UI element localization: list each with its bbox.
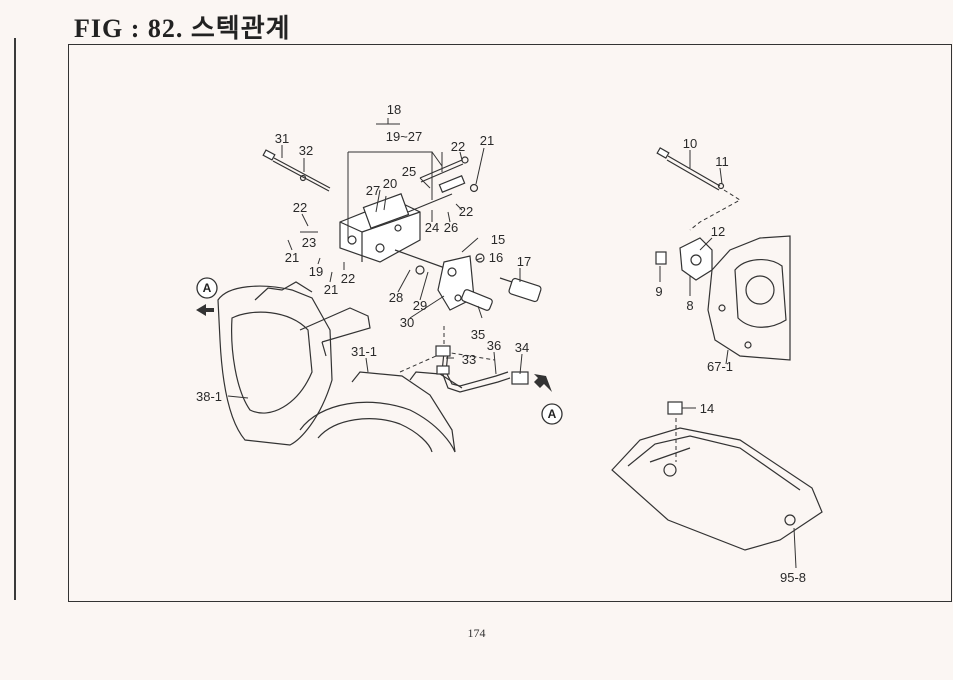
callout-21: 21 [480,133,494,148]
callout-38-1: 38-1 [196,389,222,404]
callout-12: 12 [711,224,725,239]
callout-22: 22 [459,204,473,219]
callout-95-8: 95-8 [780,570,806,585]
arrow-right-icon [534,374,552,392]
callout-20: 20 [383,176,397,191]
callout-19: 19 [309,264,323,279]
callout-35: 35 [471,327,485,342]
callout-15: 15 [491,232,505,247]
bracket-8-drawing [655,237,713,281]
svg-text:A: A [203,281,212,295]
callout-26: 26 [444,220,458,235]
section-marker-a-right: A [534,374,563,425]
cover-plate-drawing [415,253,542,311]
callout-33: 33 [462,352,476,367]
callout-19-27: 19~27 [386,129,423,144]
callout-32: 32 [299,143,313,158]
callout-34: 34 [515,340,529,355]
stack-valve-body-drawing [339,193,451,283]
callout-29: 29 [413,298,427,313]
callout-24: 24 [425,220,439,235]
callout-21: 21 [285,250,299,265]
section-marker-a-left: A [196,277,218,316]
figure-title: FIG : 82. 스텍관계 [74,14,291,43]
callout-16: 16 [489,250,503,265]
page-number: 174 [467,626,486,640]
callout-18: 18 [387,102,401,117]
diagram-frame [68,44,952,602]
rear-housing-drawing [299,351,496,453]
callout-27: 27 [366,183,380,198]
callout-25: 25 [402,164,416,179]
undercover-95-8-drawing [611,401,823,551]
callout-17: 17 [517,254,531,269]
callout-67-1: 67-1 [707,359,733,374]
callout-31: 31 [275,131,289,146]
left-margin-rule [14,38,16,600]
callout-22: 22 [341,271,355,286]
svg-text:A: A [548,407,557,421]
callout-31-1: 31-1 [351,344,377,359]
leader-lines [227,118,797,569]
bolt-31-drawing [262,149,331,192]
callout-36: 36 [487,338,501,353]
callout-9: 9 [655,284,662,299]
callout-10: 10 [683,136,697,151]
callout-28: 28 [389,290,403,305]
callout-22: 22 [293,200,307,215]
callout-23: 23 [302,235,316,250]
callout-30: 30 [400,315,414,330]
callout-14: 14 [700,401,714,416]
transmission-housing-drawing [217,281,371,446]
right-bolt-10-drawing [656,147,741,231]
housing-67-1-drawing [707,235,791,361]
callout-21: 21 [324,282,338,297]
callout-22: 22 [451,139,465,154]
callout-11: 11 [715,154,729,169]
rod-parts-drawing [407,156,479,213]
arrow-left-icon [196,304,214,316]
callout-labels: 18 19~27 31 32 22 21 25 27 20 22 23 21 1… [196,102,806,585]
callout-8: 8 [686,298,693,313]
